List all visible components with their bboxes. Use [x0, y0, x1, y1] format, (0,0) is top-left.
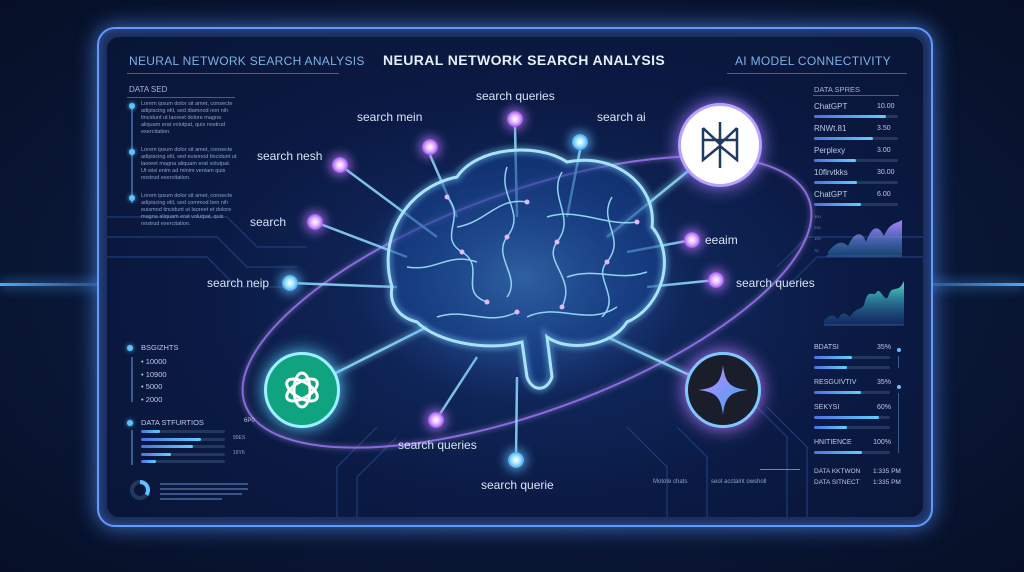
list-title: BSGIZHTS — [141, 343, 179, 352]
stat-bar — [141, 430, 225, 433]
area-chart-1: 300 200 100 75 — [814, 214, 902, 257]
model-name: ChatGPT — [814, 190, 848, 199]
metric-bar — [814, 451, 890, 454]
search-node[interactable] — [572, 134, 588, 150]
search-node[interactable] — [307, 214, 323, 230]
area-series — [824, 281, 904, 325]
perplexity-logo[interactable] — [678, 103, 762, 187]
node-label: search mein — [357, 110, 423, 124]
donut-chart — [130, 480, 150, 500]
model-bar — [814, 159, 898, 162]
search-node[interactable] — [708, 272, 724, 288]
chatgpt-logo[interactable] — [264, 352, 340, 428]
model-name: Perplexy — [814, 146, 846, 155]
footer-link[interactable]: Motote chats — [653, 479, 688, 485]
search-node[interactable] — [332, 157, 348, 173]
node-label: search neip — [207, 276, 270, 290]
footer-link[interactable]: seot acctaint owsholl — [711, 479, 767, 485]
area-series — [828, 220, 902, 256]
footer-label: DATA KKTWON — [814, 468, 861, 475]
model-value: 3.50 — [877, 125, 891, 132]
paragraph: Lorem ipsum dolor sit amet, consecte adi… — [141, 147, 237, 181]
node-label: search ai — [597, 110, 646, 124]
chatgpt-icon — [285, 371, 319, 409]
search-node[interactable] — [508, 452, 524, 468]
metric-bar — [814, 366, 890, 369]
footer-time: 1:335 PM — [873, 479, 901, 486]
stats-value: 6P0 — [244, 418, 255, 424]
list-item: • 2000 — [141, 394, 163, 404]
model-value: 30.00 — [877, 169, 895, 176]
network-graphics — [107, 126, 923, 517]
footer-label: DATA SITNECT — [814, 479, 860, 486]
gemini-logo[interactable] — [685, 352, 761, 428]
metric-value: 60% — [876, 404, 891, 411]
paragraph: Lorem ipsum dolor sit amet, consecte adi… — [141, 101, 233, 135]
brain-graphic — [352, 145, 692, 402]
metric-bar — [814, 426, 890, 429]
search-node[interactable] — [422, 139, 438, 155]
tick-label: 100 — [814, 236, 821, 241]
stats-title: DATA STFURTIOS — [141, 418, 204, 427]
model-bar — [814, 181, 898, 184]
search-node[interactable] — [282, 275, 298, 291]
page-title: NEURAL NETWORK SEARCH ANALYSIS — [383, 52, 666, 68]
model-bar — [814, 203, 898, 206]
right-header-title: AI MODEL CONNECTIVITY — [735, 54, 891, 68]
search-node[interactable] — [507, 111, 523, 127]
metric-name: SEKYSI — [814, 404, 840, 411]
node-label: search queries — [398, 438, 477, 452]
metric-name: BDATSI — [814, 344, 839, 351]
tick-label: 300 — [814, 214, 821, 219]
stat-bar — [141, 460, 225, 463]
dashboard-screen: NEURAL NETWORK SEARCH ANALYSIS NEURAL NE… — [107, 37, 923, 517]
model-name: ChatGPT — [814, 102, 848, 111]
search-node[interactable] — [428, 412, 444, 428]
tick-label: 200 — [814, 225, 821, 230]
metric-value: 35% — [876, 379, 891, 386]
model-bar — [814, 137, 898, 140]
node-label: search queries — [476, 89, 555, 103]
data-spres-title: DATA SPRES — [814, 85, 860, 94]
metric-name: HNITIENCE — [814, 439, 852, 446]
model-name: 10flrvtkks — [814, 168, 848, 177]
metric-name: RESGUIVTIV — [814, 379, 857, 386]
value-list: • 10000 • 10900 • 5000 • 2000 — [141, 356, 167, 406]
node-label: search queries — [736, 276, 815, 290]
footer-time: 1:335 PM — [873, 468, 901, 475]
left-header-title: NEURAL NETWORK SEARCH ANALYSIS — [129, 54, 365, 68]
data-section-title: DATA SED — [129, 85, 168, 94]
node-label: search nesh — [257, 149, 323, 163]
list-item: • 5000 — [141, 382, 163, 391]
node-label: search — [250, 215, 287, 229]
list-item: • 10900 — [141, 369, 167, 379]
gemini-sparkle-icon — [698, 365, 748, 415]
placeholder-text-lines — [160, 483, 248, 500]
node-label: search querie — [481, 478, 554, 492]
model-bar — [814, 115, 898, 118]
search-node[interactable] — [684, 232, 700, 248]
perplexity-icon — [701, 122, 739, 168]
area-chart-2 — [824, 281, 904, 326]
stat-bar — [141, 452, 225, 456]
tick-label: 75 — [814, 248, 819, 253]
stat-bar — [141, 437, 225, 441]
model-value: 3.00 — [877, 147, 891, 154]
stat-bar — [141, 445, 225, 448]
model-value: 6.00 — [877, 191, 891, 198]
metric-bar — [814, 356, 890, 359]
metric-bar — [814, 416, 890, 419]
metric-value: 100% — [873, 439, 891, 446]
stat-bar-label: 90ES — [233, 434, 246, 441]
paragraph: Lorem ipsum dolor sit amet, consecte adi… — [141, 193, 233, 227]
metric-value: 35% — [876, 344, 891, 351]
list-item: • 10000 — [141, 357, 167, 366]
stat-bar-label: 16Y6 — [233, 449, 245, 456]
model-value: 10.00 — [877, 103, 895, 110]
node-label: eeaim — [705, 233, 738, 247]
model-name: RNWt.81 — [814, 124, 847, 133]
metric-bar — [814, 391, 890, 394]
